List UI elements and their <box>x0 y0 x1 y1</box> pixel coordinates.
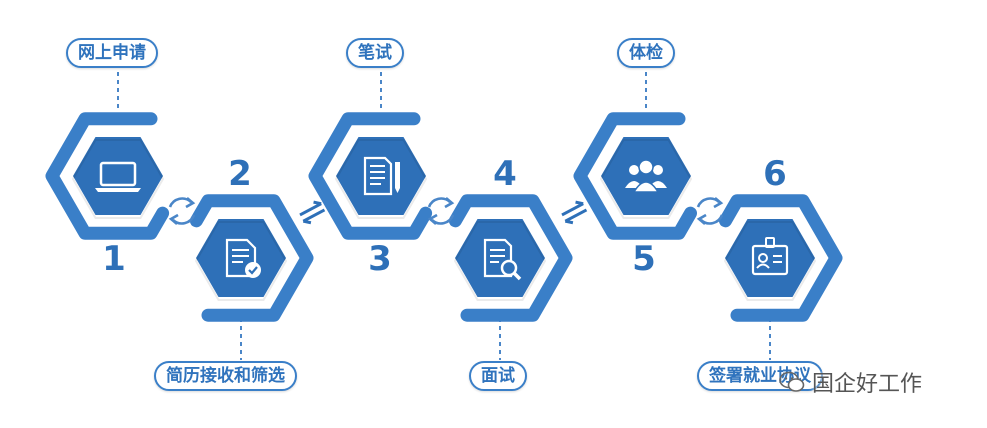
laptop-icon <box>95 161 141 192</box>
step-3-label: 笔试 <box>346 38 404 68</box>
step-5-number: 5 <box>632 239 656 279</box>
step-4-hexagon <box>448 194 573 322</box>
resume-check-icon <box>225 238 261 278</box>
document-search-icon <box>483 238 522 281</box>
step-1-label: 网上申请 <box>66 38 158 68</box>
step-3-number: 3 <box>368 239 392 279</box>
watermark-text: 国企好工作 <box>812 372 923 397</box>
document-pen-icon <box>363 156 400 196</box>
step-1-hexagon <box>45 112 170 240</box>
step-2-label: 简历接收和筛选 <box>154 361 297 391</box>
step-5-label: 体检 <box>617 38 675 68</box>
step-2-hexagon <box>189 194 314 322</box>
step-6-hexagon <box>718 194 843 322</box>
id-badge-icon <box>751 237 789 276</box>
step-4-number: 4 <box>493 154 517 194</box>
wechat-icon <box>779 371 805 392</box>
cycle-arrows-icon <box>696 196 724 226</box>
people-icon <box>625 159 667 193</box>
double-arrow-icon <box>299 200 326 225</box>
double-arrow-icon <box>561 200 588 225</box>
step-2-number: 2 <box>228 154 252 194</box>
step-3-hexagon <box>308 112 433 240</box>
step-4-label: 面试 <box>469 361 527 391</box>
watermark: 国企好工作 <box>778 368 923 397</box>
step-5-hexagon <box>573 112 698 240</box>
cycle-arrows-icon <box>427 196 455 226</box>
step-1-number: 1 <box>102 239 126 279</box>
step-6-number: 6 <box>763 154 787 194</box>
cycle-arrows-icon <box>168 196 196 226</box>
